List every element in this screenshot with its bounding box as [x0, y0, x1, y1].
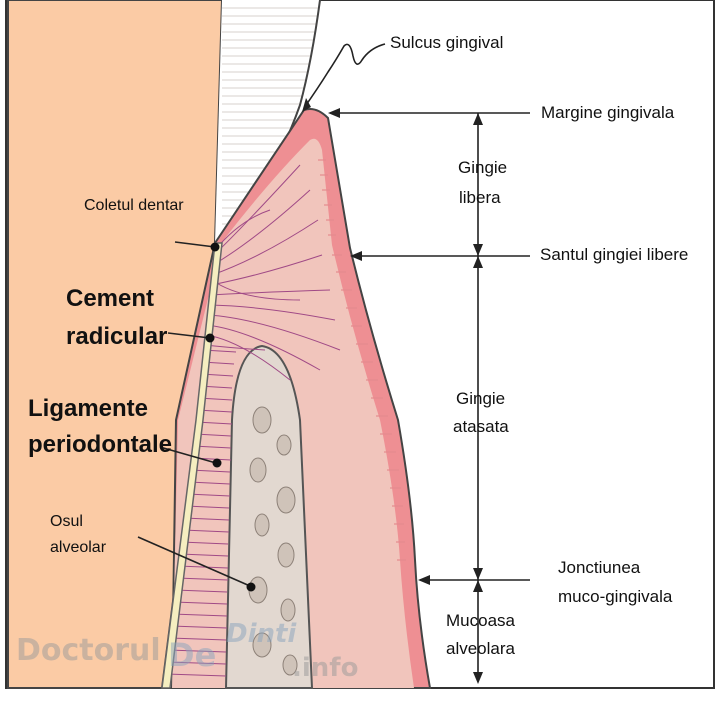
watermark-dinti: Dinti [226, 619, 297, 649]
label-cement-line2: radicular [66, 323, 167, 350]
label-sulcus-gingival: Sulcus gingival [390, 33, 503, 52]
label-gingie-atasata-line2: atasata [453, 417, 509, 436]
pointer-lines [137, 43, 530, 680]
watermark-doctorul: Doctorul [16, 633, 161, 668]
label-margine-gingivala: Margine gingivala [541, 103, 675, 122]
arrow-heads [302, 98, 483, 684]
label-mucoasa-line1: Mucoasa [446, 611, 516, 630]
alveolar-bone [224, 344, 314, 689]
label-santul-gingiei-libere: Santul gingiei libere [540, 245, 688, 264]
label-gingie-atasata-line1: Gingie [456, 389, 505, 408]
label-gingie-libera-line2: libera [459, 188, 501, 207]
label-ligamente-line1: Ligamente [28, 395, 148, 422]
pointer-dots [205, 242, 256, 592]
label-cement-line1: Cement [66, 285, 154, 312]
label-osul-line1: Osul [50, 513, 83, 530]
label-jonctiunea-line2: muco-gingivala [558, 587, 673, 606]
label-coletul-dentar: Coletul dentar [84, 197, 184, 214]
label-jonctiunea-line1: Jonctiunea [558, 558, 641, 577]
gingival-fibers [204, 164, 341, 381]
label-gingie-libera-line1: Gingie [458, 158, 507, 177]
watermark-de: De [168, 636, 216, 674]
watermark-info: .info [292, 653, 358, 683]
label-osul-line2: alveolar [50, 539, 107, 556]
label-mucoasa-line2: alveolara [446, 639, 516, 658]
epithelial-ridges [318, 159, 406, 561]
label-ligamente-line2: periodontale [28, 431, 172, 458]
watermark: Doctorul De Dinti .info [16, 619, 358, 683]
cementum [161, 242, 223, 689]
